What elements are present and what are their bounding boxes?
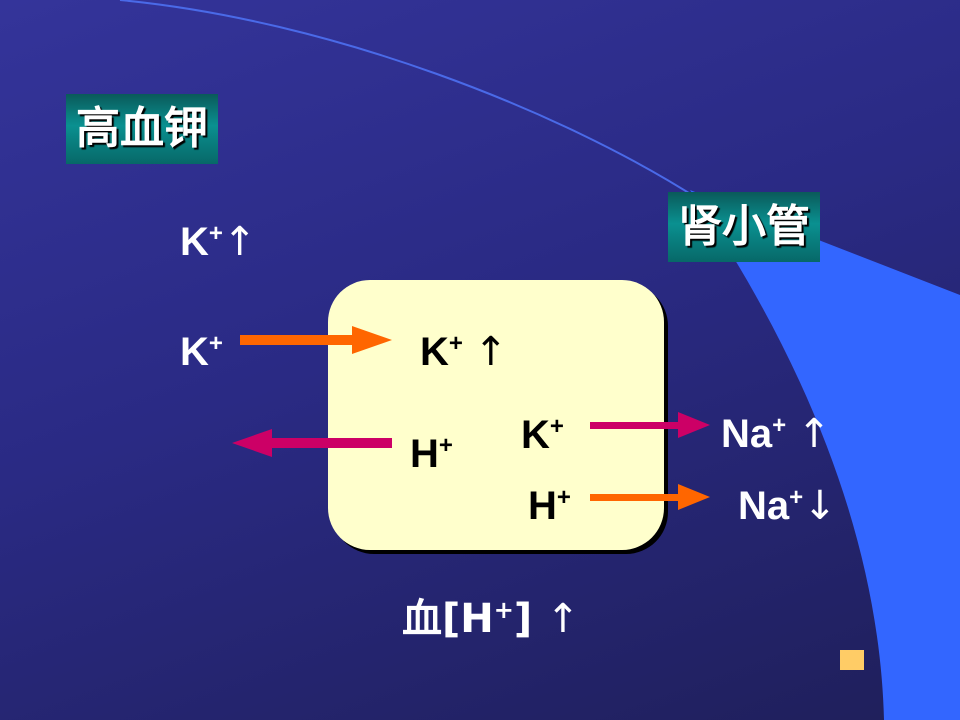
potassium-influx-arrow: [240, 326, 392, 354]
hydrogen-secretion-arrow: [590, 484, 710, 510]
intracellular-potassium-up: K+ ↑: [420, 329, 508, 375]
up-arrow-icon: ↑: [222, 219, 257, 265]
extracellular-potassium: K+: [180, 330, 223, 374]
hydrogen-efflux: H+: [410, 432, 453, 476]
up-arrow-icon: ↑: [546, 596, 580, 642]
hydrogen-efflux-arrow: [232, 429, 392, 457]
blood-hydrogen-up: 血[H+] ↑: [402, 596, 580, 642]
sodium-exchange-down: Na+↓: [738, 483, 837, 529]
sodium-exchange-up: Na+ ↑: [721, 411, 831, 457]
tubule-cell: [328, 280, 664, 550]
potassium-secretion: K+: [521, 413, 564, 457]
swoosh-wedge: [690, 190, 960, 720]
hydrogen-secretion: H+: [528, 484, 571, 528]
blood-potassium-up: K+↑: [180, 219, 257, 265]
up-arrow-icon: ↑: [474, 329, 508, 375]
down-arrow-icon: ↓: [803, 483, 837, 529]
slide-bullet-square: [840, 650, 864, 670]
tubule-label: 肾小管: [668, 192, 820, 262]
swoosh-line: [119, 0, 701, 201]
slide-title: 高血钾: [66, 94, 218, 164]
up-arrow-icon: ↑: [797, 411, 831, 457]
potassium-secretion-arrow: [590, 412, 710, 438]
